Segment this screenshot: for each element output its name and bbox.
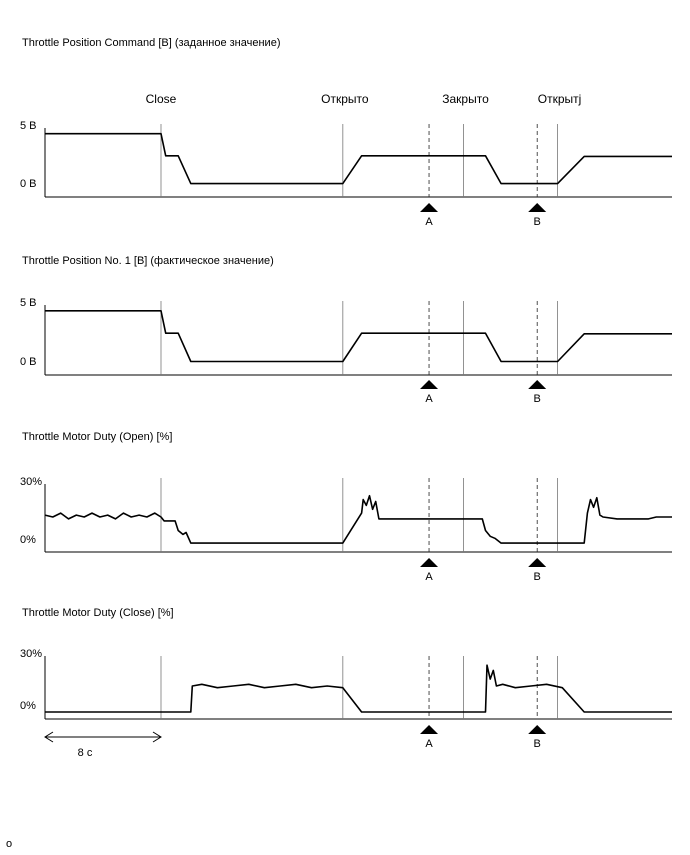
marker-label: B — [534, 571, 541, 583]
y-tick-label: 0 B — [20, 178, 37, 190]
marker-triangle — [528, 725, 547, 734]
scale-bar-label: 8 с — [78, 747, 93, 759]
y-tick-label: 30% — [20, 648, 42, 660]
series-line — [45, 132, 672, 185]
panel-title: Throttle Motor Duty (Close) [%] — [22, 607, 174, 619]
state-label: Открытj — [538, 92, 582, 106]
state-label: Close — [146, 92, 177, 106]
marker-label: A — [425, 571, 433, 583]
marker-label: B — [534, 738, 541, 750]
figure-label: o — [6, 838, 12, 850]
y-tick-label: 0 B — [20, 356, 37, 368]
panel-title: Throttle Motor Duty (Open) [%] — [22, 431, 172, 443]
marker-label: B — [534, 393, 541, 405]
marker-triangle — [420, 380, 439, 389]
state-label: Открыто — [321, 92, 369, 106]
y-tick-label: 5 B — [20, 297, 37, 309]
marker-triangle — [528, 558, 547, 567]
marker-label: A — [425, 393, 433, 405]
marker-triangle — [420, 203, 439, 212]
marker-label: A — [425, 216, 433, 228]
panel-4: 30% 0% A B — [20, 648, 672, 750]
panel-title: Throttle Position Command [B] (заданное … — [22, 37, 280, 49]
panel-2: 5 B 0 B A B — [20, 297, 672, 405]
marker-triangle — [420, 725, 439, 734]
y-tick-label: 5 B — [20, 120, 37, 132]
scale-bar-right-arrow — [152, 731, 162, 743]
marker-label: B — [534, 216, 541, 228]
series-line — [44, 494, 672, 544]
y-tick-label: 0% — [20, 700, 36, 712]
marker-triangle — [420, 558, 439, 567]
panel-3: 30% 0% A B — [20, 476, 672, 583]
y-tick-label: 0% — [20, 534, 36, 546]
panel-title: Throttle Position No. 1 [B] (фактическое… — [22, 255, 274, 267]
marker-triangle — [528, 380, 547, 389]
chart-panels: Close Открыто Закрыто Открытj 5 B 0 B A B Thrott… — [20, 37, 672, 759]
marker-label: A — [425, 738, 433, 750]
y-tick-label: 30% — [20, 476, 42, 488]
series-line — [45, 664, 672, 713]
state-label: Закрыто — [442, 92, 489, 106]
panel-1: 5 B 0 B A B — [20, 120, 672, 228]
series-line — [45, 309, 672, 363]
scale-bar-left-arrow — [44, 731, 54, 743]
marker-triangle — [528, 203, 547, 212]
